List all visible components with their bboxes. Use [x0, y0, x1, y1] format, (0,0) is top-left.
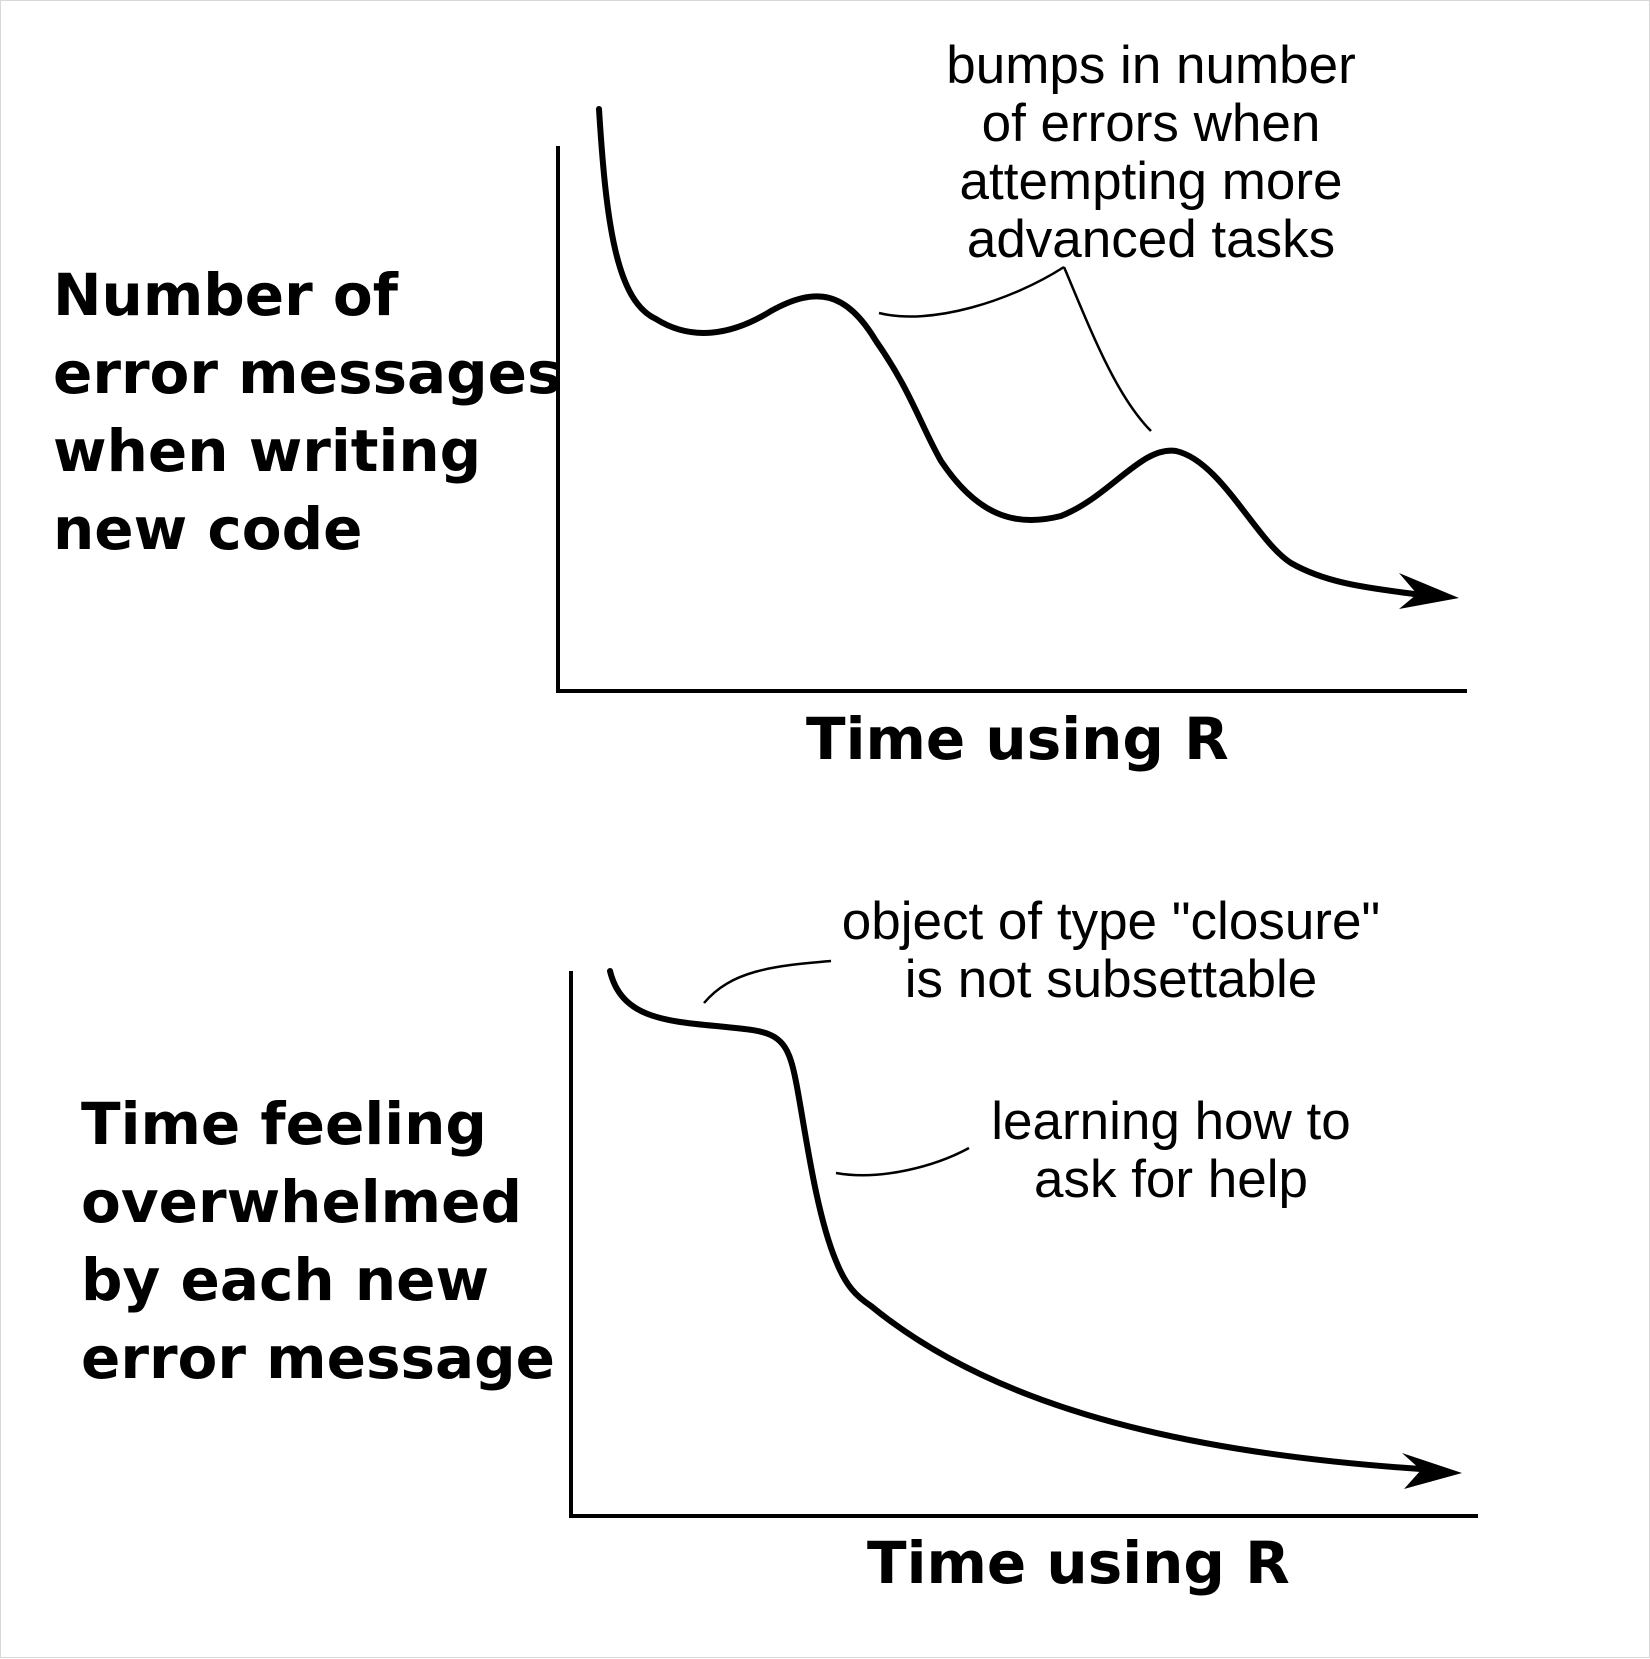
panel1-annotation-line: bumps in number: [946, 36, 1356, 95]
panel2-ylabel-line: Time feeling: [81, 1090, 487, 1158]
panel1-leader-right: [1062, 266, 1152, 432]
panel2-xlabel: Time using R: [867, 1529, 1290, 1597]
panel1-leader-left: [878, 265, 1065, 318]
panel2-ylabel-line: by each new: [81, 1246, 490, 1314]
panel1-curve: [596, 106, 1424, 598]
panel2-leader-mid: [835, 1146, 970, 1177]
panel1-ylabel-line: new code: [53, 495, 363, 563]
panel1-xlabel: Time using R: [806, 705, 1229, 773]
panel1-arrowhead: [1399, 573, 1459, 609]
panel2-axes: [569, 971, 1478, 1518]
panel1-axes: [556, 146, 1467, 693]
panel1-ylabel-line: Number of: [53, 261, 398, 329]
panel2-annotation-top-line: is not subsettable: [904, 950, 1318, 1009]
panel1-annotation: bumps in number of errors when attemptin…: [881, 37, 1421, 269]
panel1-ylabel-line: error messages: [53, 339, 562, 407]
panel1-ylabel: Number of error messages when writing ne…: [53, 256, 562, 568]
panel2-arrowhead: [1402, 1453, 1462, 1489]
panel2-annotation-top-line: object of type "closure": [841, 892, 1381, 951]
panel2-ylabel: Time feeling overwhelmed by each new err…: [81, 1085, 555, 1397]
panel2-ylabel-line: error message: [81, 1324, 555, 1392]
panel1-annotation-line: attempting more: [959, 152, 1343, 211]
panel1-annotation-line: of errors when: [981, 94, 1321, 153]
panel2-annotation-top: object of type "closure" is not subsetta…: [791, 893, 1431, 1009]
panel2-leader-top: [703, 959, 832, 1004]
panel2-annotation-mid: learning how to ask for help: [951, 1093, 1391, 1209]
panel2-curve: [607, 968, 1424, 1472]
panel2-annotation-mid-line: learning how to: [991, 1092, 1351, 1151]
panel2-annotation-mid-line: ask for help: [1034, 1150, 1308, 1209]
panel1-annotation-line: advanced tasks: [966, 210, 1336, 269]
panel2-ylabel-line: overwhelmed: [81, 1168, 522, 1236]
panel1-ylabel-line: when writing: [53, 417, 482, 485]
